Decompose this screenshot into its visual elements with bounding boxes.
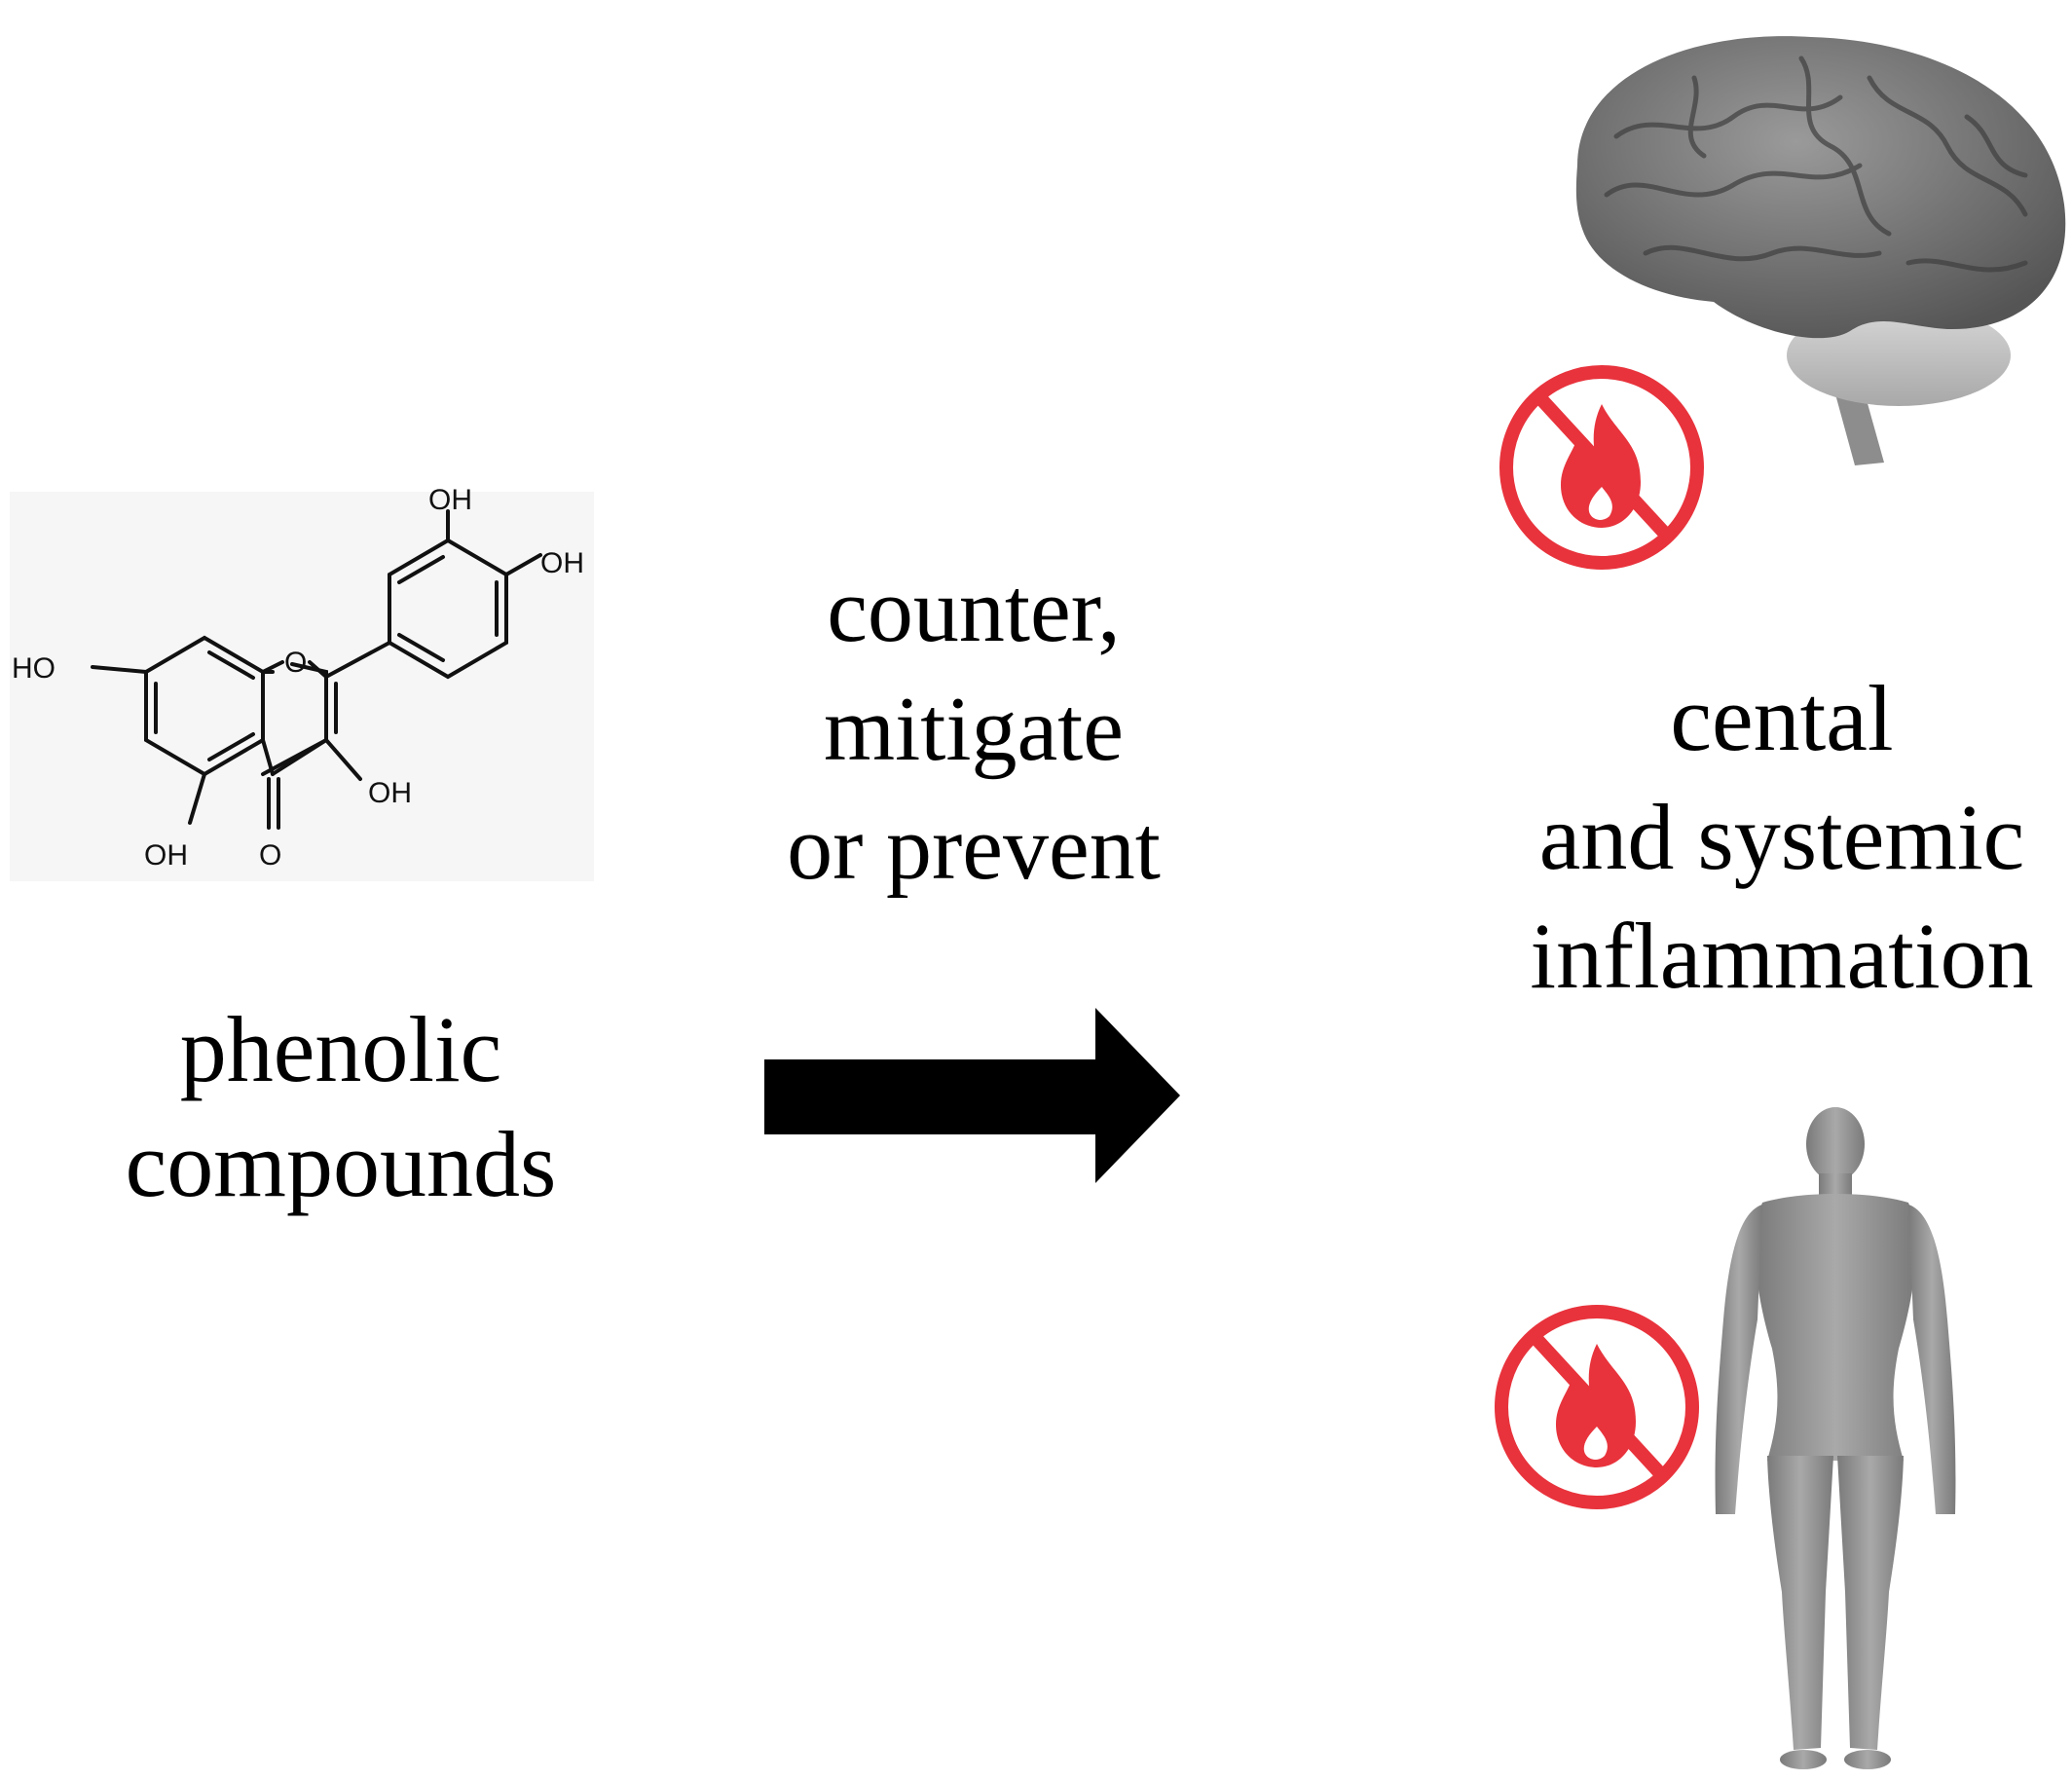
left-label: phenolic compounds: [58, 1003, 623, 1211]
no-fire-icon-body: [1495, 1305, 1699, 1509]
left-label-line-2: compounds: [125, 1112, 557, 1216]
human-body-illustration: [1715, 1107, 1956, 1769]
right-leg: [1837, 1456, 1904, 1750]
head: [1806, 1107, 1865, 1181]
ho-7: HO: [12, 652, 56, 685]
middle-label-line-2: mitigate: [823, 679, 1125, 780]
middle-label-line-3: or prevent: [787, 798, 1161, 899]
middle-label: counter, mitigate or prevent: [740, 565, 1207, 894]
molecule-panel: [10, 492, 594, 881]
left-leg: [1767, 1456, 1833, 1750]
right-label-line-3: inflammation: [1530, 904, 2034, 1008]
brain-illustration: [1575, 36, 2066, 465]
right-arrow: [764, 1008, 1180, 1183]
ring-c: [261, 662, 328, 776]
no-fire-icon-brain: [1499, 365, 1704, 570]
oh-3: OH: [368, 777, 412, 809]
left-label-line-1: phenolic: [179, 997, 502, 1101]
right-arm: [1908, 1205, 1956, 1514]
right-label: cental and systemic inflammation: [1490, 672, 2072, 1003]
oh-4prime: OH: [540, 547, 584, 579]
ring-a: [144, 635, 265, 777]
right-label-line-2: and systemic: [1538, 785, 2025, 889]
torso: [1755, 1194, 1916, 1461]
middle-label-line-1: counter,: [827, 560, 1121, 661]
oh-5: OH: [144, 839, 188, 872]
flavonoid-structure: OH OH HO O OH OH O: [12, 484, 584, 872]
carbonyl-oxygen: O: [259, 839, 281, 872]
left-arm: [1715, 1205, 1762, 1514]
ring-oxygen: O: [284, 647, 307, 679]
oh-3prime: OH: [428, 484, 472, 516]
right-label-line-1: cental: [1670, 666, 1894, 770]
ring-b: [388, 538, 508, 680]
